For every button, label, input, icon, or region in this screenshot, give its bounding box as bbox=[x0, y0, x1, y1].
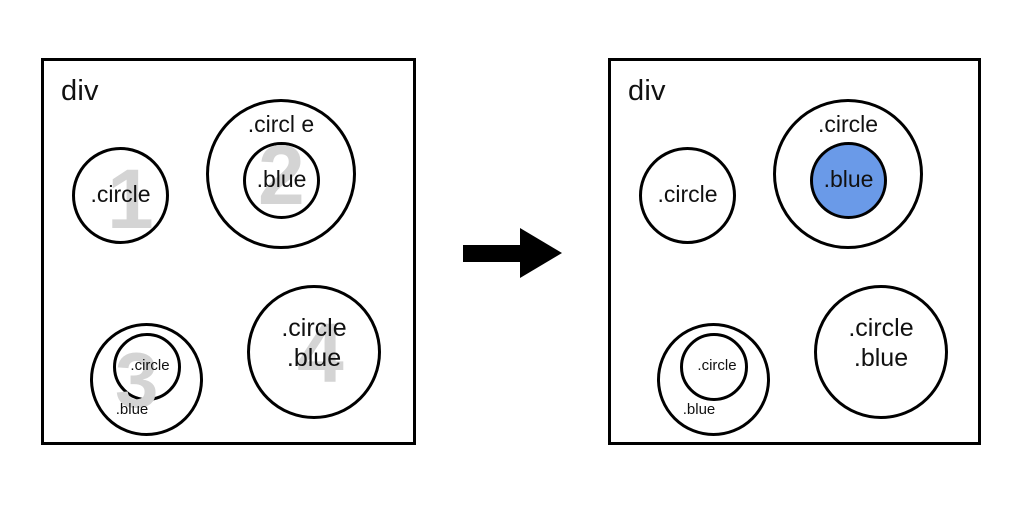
before-div-label: div bbox=[61, 75, 99, 107]
before-item2-outer-circle bbox=[206, 99, 356, 249]
after-item2-inner-circle-filled bbox=[810, 142, 887, 219]
before-item4-watermark-number: 4 bbox=[297, 306, 344, 400]
before-item3-watermark-number: 3 bbox=[115, 336, 159, 424]
after-item1-label: .circle bbox=[657, 181, 718, 207]
before-item2-outer-label: .circl e bbox=[247, 111, 315, 137]
after-item4-label: .circle .blue bbox=[848, 314, 914, 372]
before-item2-watermark-number: 2 bbox=[258, 128, 305, 222]
before-item4-circle bbox=[247, 285, 381, 419]
after-item4-circle bbox=[814, 285, 948, 419]
after-item2-outer-label: .circle bbox=[817, 111, 879, 137]
before-item3-outer-label: .blue bbox=[115, 401, 149, 418]
before-item2-inner-circle bbox=[243, 142, 320, 219]
after-item1-circle bbox=[639, 147, 736, 244]
before-item3-inner-label: .circle bbox=[130, 357, 170, 374]
after-item3-inner-label: .circle bbox=[697, 357, 737, 374]
after-div-container: div .circle .circle .blue .circle .blue … bbox=[608, 58, 981, 445]
after-item2-outer-circle bbox=[773, 99, 923, 249]
transition-arrow-head bbox=[520, 228, 562, 278]
after-div-label: div bbox=[628, 75, 666, 107]
before-item1-label: .circle bbox=[90, 181, 151, 207]
after-item3-outer-circle bbox=[657, 323, 770, 436]
before-item2-inner-label: .blue bbox=[256, 166, 307, 192]
before-item1-circle bbox=[72, 147, 169, 244]
after-item3-outer-label: .blue bbox=[682, 401, 716, 418]
before-item1-watermark-number: 1 bbox=[107, 152, 154, 246]
after-item3-inner-circle bbox=[680, 333, 748, 401]
before-div-container: div 1 .circle .circl e 2 .blue 3 .circle… bbox=[41, 58, 416, 445]
before-item4-label: .circle .blue bbox=[281, 314, 347, 372]
before-item3-inner-circle bbox=[113, 333, 181, 401]
before-item3-outer-circle bbox=[90, 323, 203, 436]
after-item2-inner-label: .blue bbox=[823, 166, 874, 192]
